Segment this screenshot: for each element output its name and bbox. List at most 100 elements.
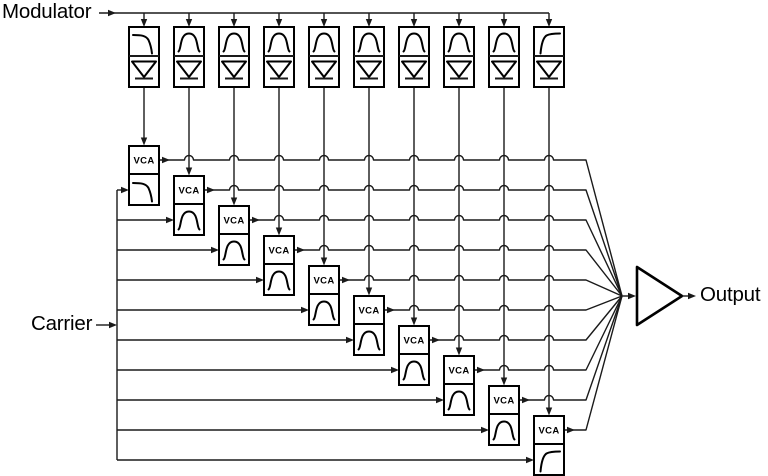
vca-label: VCA (314, 276, 335, 287)
vca-label: VCA (134, 156, 155, 167)
envelope-control-line (455, 87, 463, 356)
vca-box: VCA (488, 385, 520, 415)
envelope-control-line (410, 87, 418, 326)
carrier-branch-line (117, 246, 219, 254)
band-7: VCA (398, 26, 430, 386)
filter-curve-icon (539, 32, 561, 55)
filter-curve-icon (357, 32, 381, 53)
vca-label: VCA (494, 396, 515, 407)
band-2: VCA (173, 26, 205, 236)
modulator-drop-line (500, 13, 508, 27)
filter-curve-icon (177, 210, 201, 231)
filter-curve-icon (447, 32, 471, 53)
envelope-detector-icon (221, 60, 247, 80)
modulator-drop-line (185, 13, 193, 27)
vca-box: VCA (308, 265, 340, 295)
filter-curve-icon (357, 330, 381, 351)
modulator-drop-line (545, 13, 553, 27)
modulator-drop-line (275, 13, 283, 27)
filter-curve-icon (222, 240, 246, 261)
carrier-filter-box (398, 353, 430, 386)
filter-curve-icon (402, 360, 426, 381)
envelope-control-line (320, 87, 328, 266)
analysis-filter-box (308, 26, 340, 88)
carrier-filter-box (173, 203, 205, 236)
envelope-detector-icon (491, 60, 517, 80)
carrier-filter-box (488, 413, 520, 446)
carrier-branch-line (117, 456, 534, 464)
output-label: Output (700, 283, 761, 307)
modulator-drop-line (140, 13, 148, 27)
vca-output-line (429, 295, 623, 344)
carrier-branch-line (117, 366, 399, 374)
vca-box: VCA (263, 235, 295, 265)
vca-output-line (204, 184, 623, 297)
vca-box: VCA (128, 145, 160, 175)
output-arrow (682, 292, 696, 300)
band-6: VCA (353, 26, 385, 356)
filter-curve-icon (222, 32, 246, 53)
filter-curve-icon (132, 182, 153, 203)
band-1: VCA (128, 26, 160, 206)
envelope-control-line (275, 87, 283, 236)
modulator-drop-line (320, 13, 328, 27)
filter-curve-icon (402, 32, 426, 53)
analysis-filter-box (353, 26, 385, 88)
carrier-branch-line (117, 276, 264, 284)
carrier-branch-line (117, 336, 354, 344)
carrier-branch-line (117, 216, 174, 224)
modulator-drop-line (365, 13, 373, 27)
filter-curve-icon (177, 32, 201, 53)
modulator-drop-line (455, 13, 463, 27)
band-3: VCA (218, 26, 250, 266)
vca-label: VCA (269, 246, 290, 257)
analysis-filter-box (398, 26, 430, 88)
analysis-filter-box (533, 26, 565, 88)
analysis-filter-box (488, 26, 520, 88)
filter-curve-icon (132, 34, 153, 55)
carrier-branch-line (117, 426, 489, 434)
vca-box: VCA (218, 205, 250, 235)
carrier-filter-box (353, 323, 385, 356)
carrier-branch-line (117, 306, 309, 314)
filter-curve-icon (492, 420, 516, 441)
envelope-control-line (500, 87, 508, 386)
analysis-filter-box (443, 26, 475, 88)
vca-output-line (519, 295, 623, 404)
vca-box: VCA (443, 355, 475, 385)
vca-output-line (249, 214, 623, 297)
envelope-detector-icon (446, 60, 472, 80)
vca-output-line (564, 295, 623, 434)
carrier-filter-box (308, 293, 340, 326)
envelope-control-line (185, 87, 193, 176)
carrier-label: Carrier (31, 312, 93, 336)
vca-label: VCA (359, 306, 380, 317)
envelope-detector-icon (176, 60, 202, 80)
vca-label: VCA (449, 366, 470, 377)
envelope-control-line (140, 87, 148, 146)
vca-label: VCA (539, 426, 560, 437)
carrier-filter-box (443, 383, 475, 416)
carrier-branch-line (117, 396, 444, 404)
envelope-detector-icon (131, 60, 157, 80)
envelope-detector-icon (266, 60, 292, 80)
modulator-drop-line (230, 13, 238, 27)
vca-output-line (294, 244, 623, 297)
vca-output-line (384, 295, 623, 314)
vca-box: VCA (173, 175, 205, 205)
analysis-filter-box (263, 26, 295, 88)
carrier-filter-box (533, 443, 565, 476)
vca-box: VCA (353, 295, 385, 325)
band-4: VCA (263, 26, 295, 296)
filter-curve-icon (267, 32, 291, 53)
carrier-filter-box (128, 173, 160, 206)
envelope-control-line (230, 87, 238, 206)
filter-curve-icon (312, 32, 336, 53)
envelope-detector-icon (356, 60, 382, 80)
filter-curve-icon (267, 270, 291, 291)
filter-curve-icon (447, 390, 471, 411)
carrier-filter-box (218, 233, 250, 266)
vca-box: VCA (398, 325, 430, 355)
vca-output-line (474, 295, 623, 374)
